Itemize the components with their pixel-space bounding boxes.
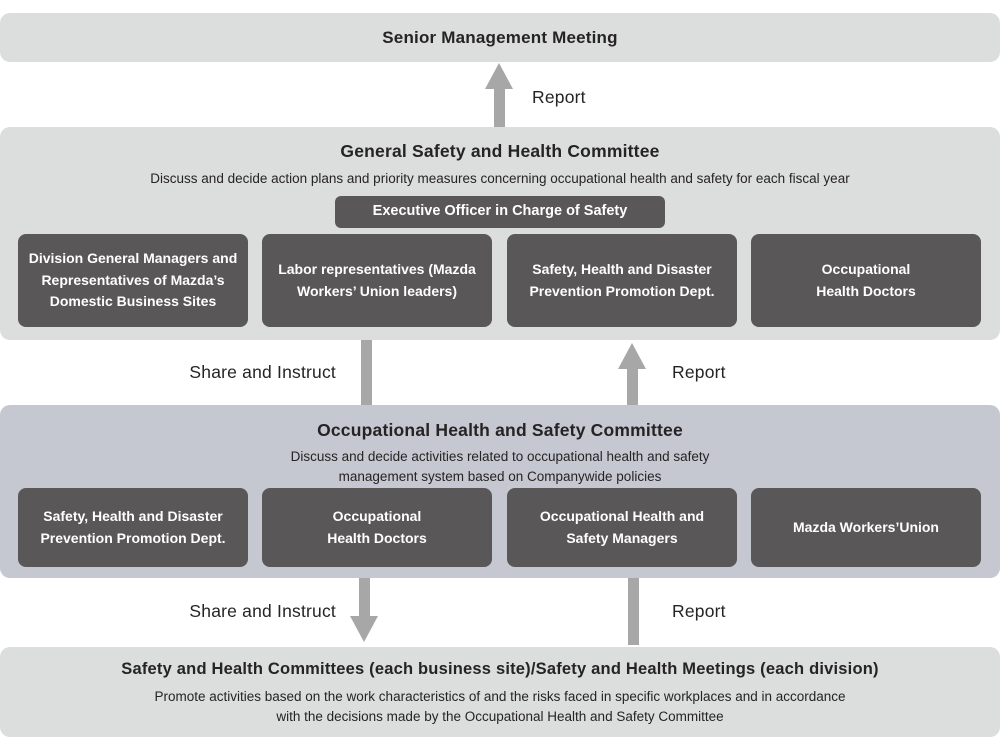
up-arrow-icon	[485, 63, 513, 89]
up-connector-bar	[628, 578, 639, 645]
member-box-occupational-health-doctors: Occupational Health Doctors	[262, 488, 492, 567]
ohs-committee-subtitle: Discuss and decide activities related to…	[290, 449, 710, 484]
member-box-occupational-health-doctors: Occupational Health Doctors	[751, 234, 981, 327]
flow-label-report-top: Report	[532, 87, 586, 107]
section-general-safety-health-committee: General Safety and Health Committee Disc…	[0, 127, 1000, 340]
flow-label-share-bottom: Share and Instruct	[189, 601, 336, 621]
flow-label-report-mid: Report	[672, 362, 726, 382]
general-committee-subtitle: Discuss and decide action plans and prio…	[150, 171, 850, 186]
site-committees-title: Safety and Health Committees (each busin…	[121, 660, 879, 678]
member-box-labor-representatives: Labor representatives (Mazda Workers’ Un…	[262, 234, 492, 327]
senior-management-title: Senior Management Meeting	[382, 27, 618, 47]
flow-label-report-bottom: Report	[672, 601, 726, 621]
general-committee-title: General Safety and Health Committee	[340, 141, 660, 161]
flow-label-share-mid: Share and Instruct	[189, 362, 336, 382]
member-box-safety-health-disaster-dept: Safety, Health and Disaster Prevention P…	[507, 234, 737, 327]
down-arrow-icon	[350, 616, 378, 642]
down-arrow-shaft	[359, 578, 370, 618]
up-arrow-icon	[618, 343, 646, 369]
ohs-committee-title: Occupational Health and Safety Committee	[317, 420, 683, 440]
member-box-safety-health-disaster-dept: Safety, Health and Disaster Prevention P…	[18, 488, 248, 567]
senior-management-banner: Senior Management Meeting	[0, 13, 1000, 62]
member-box-mazda-workers-union: Mazda Workers’Union	[751, 488, 981, 567]
up-arrow-shaft	[494, 87, 505, 127]
executive-officer-box: Executive Officer in Charge of Safety	[335, 196, 665, 228]
member-box-division-general-managers: Division General Managers and Representa…	[18, 234, 248, 327]
section-occupational-health-safety-committee: Occupational Health and Safety Committee…	[0, 405, 1000, 578]
member-box-ohs-managers: Occupational Health and Safety Managers	[507, 488, 737, 567]
site-committees-subtitle: Promote activities based on the work cha…	[154, 689, 846, 724]
down-connector-bar	[361, 340, 372, 405]
up-arrow-shaft	[627, 367, 638, 405]
section-site-committees: Safety and Health Committees (each busin…	[0, 647, 1000, 737]
